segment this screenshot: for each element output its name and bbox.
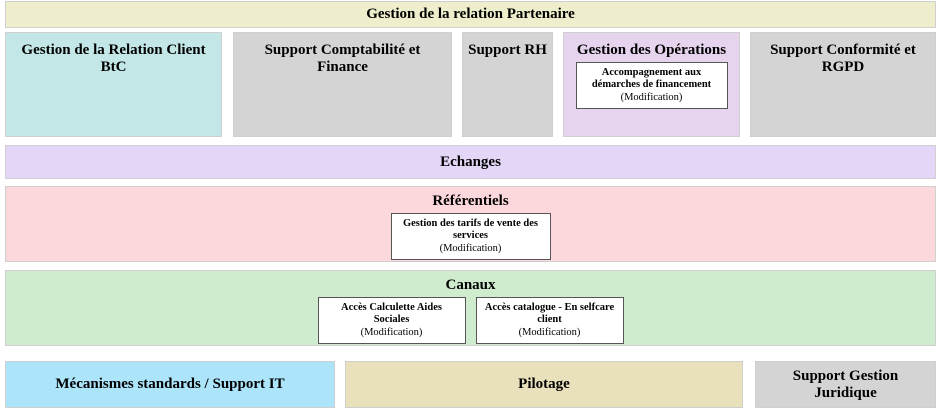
band-label: Echanges [440, 153, 501, 170]
capability-card-gestion-tarifs-vente-services[interactable]: Gestion des tarifs de vente des services… [390, 212, 551, 261]
capability-card-acces-calculette-aides-sociales[interactable]: Accès Calculette Aides Sociales (Modific… [317, 296, 466, 345]
domain-box-support-conformite-rgpd[interactable]: Support Conformité et RGPD [750, 32, 936, 137]
card-row: Accès Calculette Aides Sociales (Modific… [317, 296, 624, 345]
domain-box-gestion-des-operations[interactable]: Gestion des Opérations Accompagnement au… [563, 32, 740, 137]
card-state: (Modification) [439, 242, 502, 254]
card-state: (Modification) [620, 91, 683, 103]
card-name: Gestion des tarifs de vente des services [402, 217, 539, 242]
band-referentiels[interactable]: Référentiels Gestion des tarifs de vente… [5, 186, 936, 262]
band-label: Canaux [445, 277, 496, 293]
band-label: Référentiels [432, 193, 509, 209]
domain-box-support-comptabilite-finance[interactable]: Support Comptabilité et Finance [233, 32, 452, 137]
domain-box-support-rh[interactable]: Support RH [462, 32, 553, 137]
domain-label: Support Conformité et RGPD [770, 42, 916, 75]
band-canaux[interactable]: Canaux Accès Calculette Aides Sociales (… [5, 270, 936, 346]
support-box-support-gestion-juridique[interactable]: Support Gestion Juridique [755, 361, 936, 408]
domain-label: Support RH [468, 42, 547, 58]
domain-label: Gestion de la Relation Client BtC [21, 42, 206, 75]
card-row: Accompagnement aux démarches de financem… [575, 61, 728, 110]
capability-card-accompagnement-financement[interactable]: Accompagnement aux démarches de financem… [575, 61, 728, 110]
card-name: Accès catalogue - En selfcare client [484, 301, 615, 326]
domain-label: Support Comptabilité et Finance [264, 42, 421, 75]
support-label: Mécanismes standards / Support IT [55, 376, 285, 393]
domain-box-gestion-relation-client-btc[interactable]: Gestion de la Relation Client BtC [5, 32, 222, 137]
domain-label: Gestion des Opérations [576, 42, 727, 58]
support-label: Pilotage [518, 376, 570, 393]
band-echanges[interactable]: Echanges [5, 145, 936, 179]
card-row: Gestion des tarifs de vente des services… [390, 212, 551, 261]
support-box-pilotage[interactable]: Pilotage [345, 361, 743, 408]
support-box-mecanismes-standards-support-it[interactable]: Mécanismes standards / Support IT [5, 361, 335, 408]
card-state: (Modification) [518, 326, 581, 338]
banner-title: Gestion de la relation Partenaire [366, 6, 575, 23]
card-name: Accompagnement aux démarches de financem… [591, 66, 712, 91]
banner-gestion-relation-partenaire[interactable]: Gestion de la relation Partenaire [5, 1, 936, 28]
support-label: Support Gestion Juridique [792, 367, 899, 401]
capability-card-acces-catalogue-selfcare-client[interactable]: Accès catalogue - En selfcare client (Mo… [475, 296, 624, 345]
card-name: Accès Calculette Aides Sociales [341, 301, 442, 326]
card-state: (Modification) [360, 326, 423, 338]
